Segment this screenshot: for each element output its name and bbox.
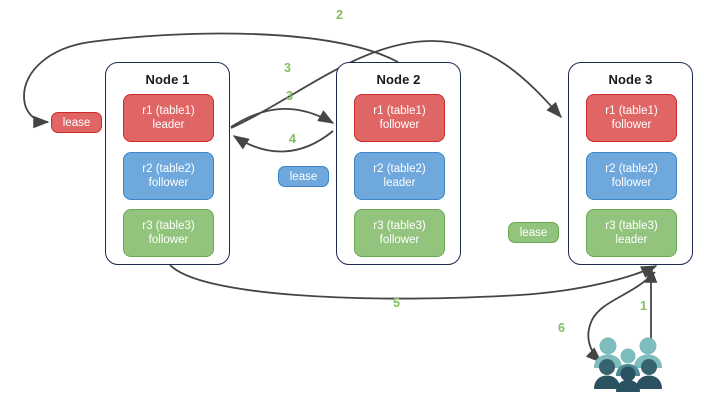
edge-label-2: 2 [336, 8, 343, 22]
lease-chip-red-label: lease [62, 116, 91, 129]
replica-n1-r2-line2: follower [148, 177, 189, 189]
replica-n3-r3[interactable]: r3 (table3) leader [586, 209, 677, 257]
replica-n1-r1[interactable]: r1 (table1) leader [123, 94, 214, 142]
replica-n2-r3-line2: follower [379, 234, 420, 246]
edge-3b-path [230, 108, 335, 128]
node-1-box[interactable]: Node 1 r1 (table1) leader r2 (table2) fo… [105, 62, 230, 265]
replica-n1-r2-line1: r2 (table2) [142, 163, 195, 175]
replica-n3-r2-line1: r2 (table2) [605, 163, 658, 175]
replica-n3-r1[interactable]: r1 (table1) follower [586, 94, 677, 142]
replica-n2-r1[interactable]: r1 (table1) follower [354, 94, 445, 142]
edge-label-3a: 3 [284, 61, 291, 75]
lease-chip-green[interactable]: lease [508, 222, 559, 243]
replica-n3-r2-line2: follower [611, 177, 652, 189]
lease-chip-blue-label: lease [289, 170, 318, 183]
replica-n3-r2[interactable]: r2 (table2) follower [586, 152, 677, 200]
replica-n3-r3-line1: r3 (table3) [605, 220, 658, 232]
edge-label-5: 5 [393, 296, 400, 310]
replica-n2-r3-line1: r3 (table3) [373, 220, 426, 232]
replica-n1-r3-line1: r3 (table3) [142, 220, 195, 232]
node-1-title: Node 1 [145, 72, 190, 87]
node-3-box[interactable]: Node 3 r1 (table1) follower r2 (table2) … [568, 62, 693, 265]
node-3-title: Node 3 [608, 72, 653, 87]
replica-n2-r1-line2: follower [379, 119, 420, 131]
replica-n2-r3[interactable]: r3 (table3) follower [354, 209, 445, 257]
replica-n2-r2[interactable]: r2 (table2) leader [354, 152, 445, 200]
lease-chip-green-label: lease [519, 226, 548, 239]
people-icon [594, 337, 662, 392]
replica-n1-r1-line2: leader [152, 119, 185, 131]
node-2-box[interactable]: Node 2 r1 (table1) follower r2 (table2) … [336, 62, 461, 265]
edge-label-4: 4 [289, 132, 296, 146]
edge-4-path [232, 130, 334, 153]
lease-chip-red[interactable]: lease [51, 112, 102, 133]
replica-n3-r1-line1: r1 (table1) [605, 105, 658, 117]
replica-n3-r3-line2: leader [615, 234, 648, 246]
replica-n1-r3-line2: follower [148, 234, 189, 246]
replica-n2-r1-line1: r1 (table1) [373, 105, 426, 117]
replica-n1-r3[interactable]: r3 (table3) follower [123, 209, 214, 257]
replica-n1-r2[interactable]: r2 (table2) follower [123, 152, 214, 200]
node-2-title: Node 2 [376, 72, 421, 87]
replica-n2-r2-line1: r2 (table2) [373, 163, 426, 175]
edge-label-1: 1 [640, 299, 647, 313]
edge-5-path [169, 264, 658, 300]
edge-label-6: 6 [558, 321, 565, 335]
edge-label-3b: 3 [286, 89, 293, 103]
lease-chip-blue[interactable]: lease [278, 166, 329, 187]
replica-n3-r1-line2: follower [611, 119, 652, 131]
replica-n1-r1-line1: r1 (table1) [142, 105, 195, 117]
replica-n2-r2-line2: leader [383, 177, 416, 189]
